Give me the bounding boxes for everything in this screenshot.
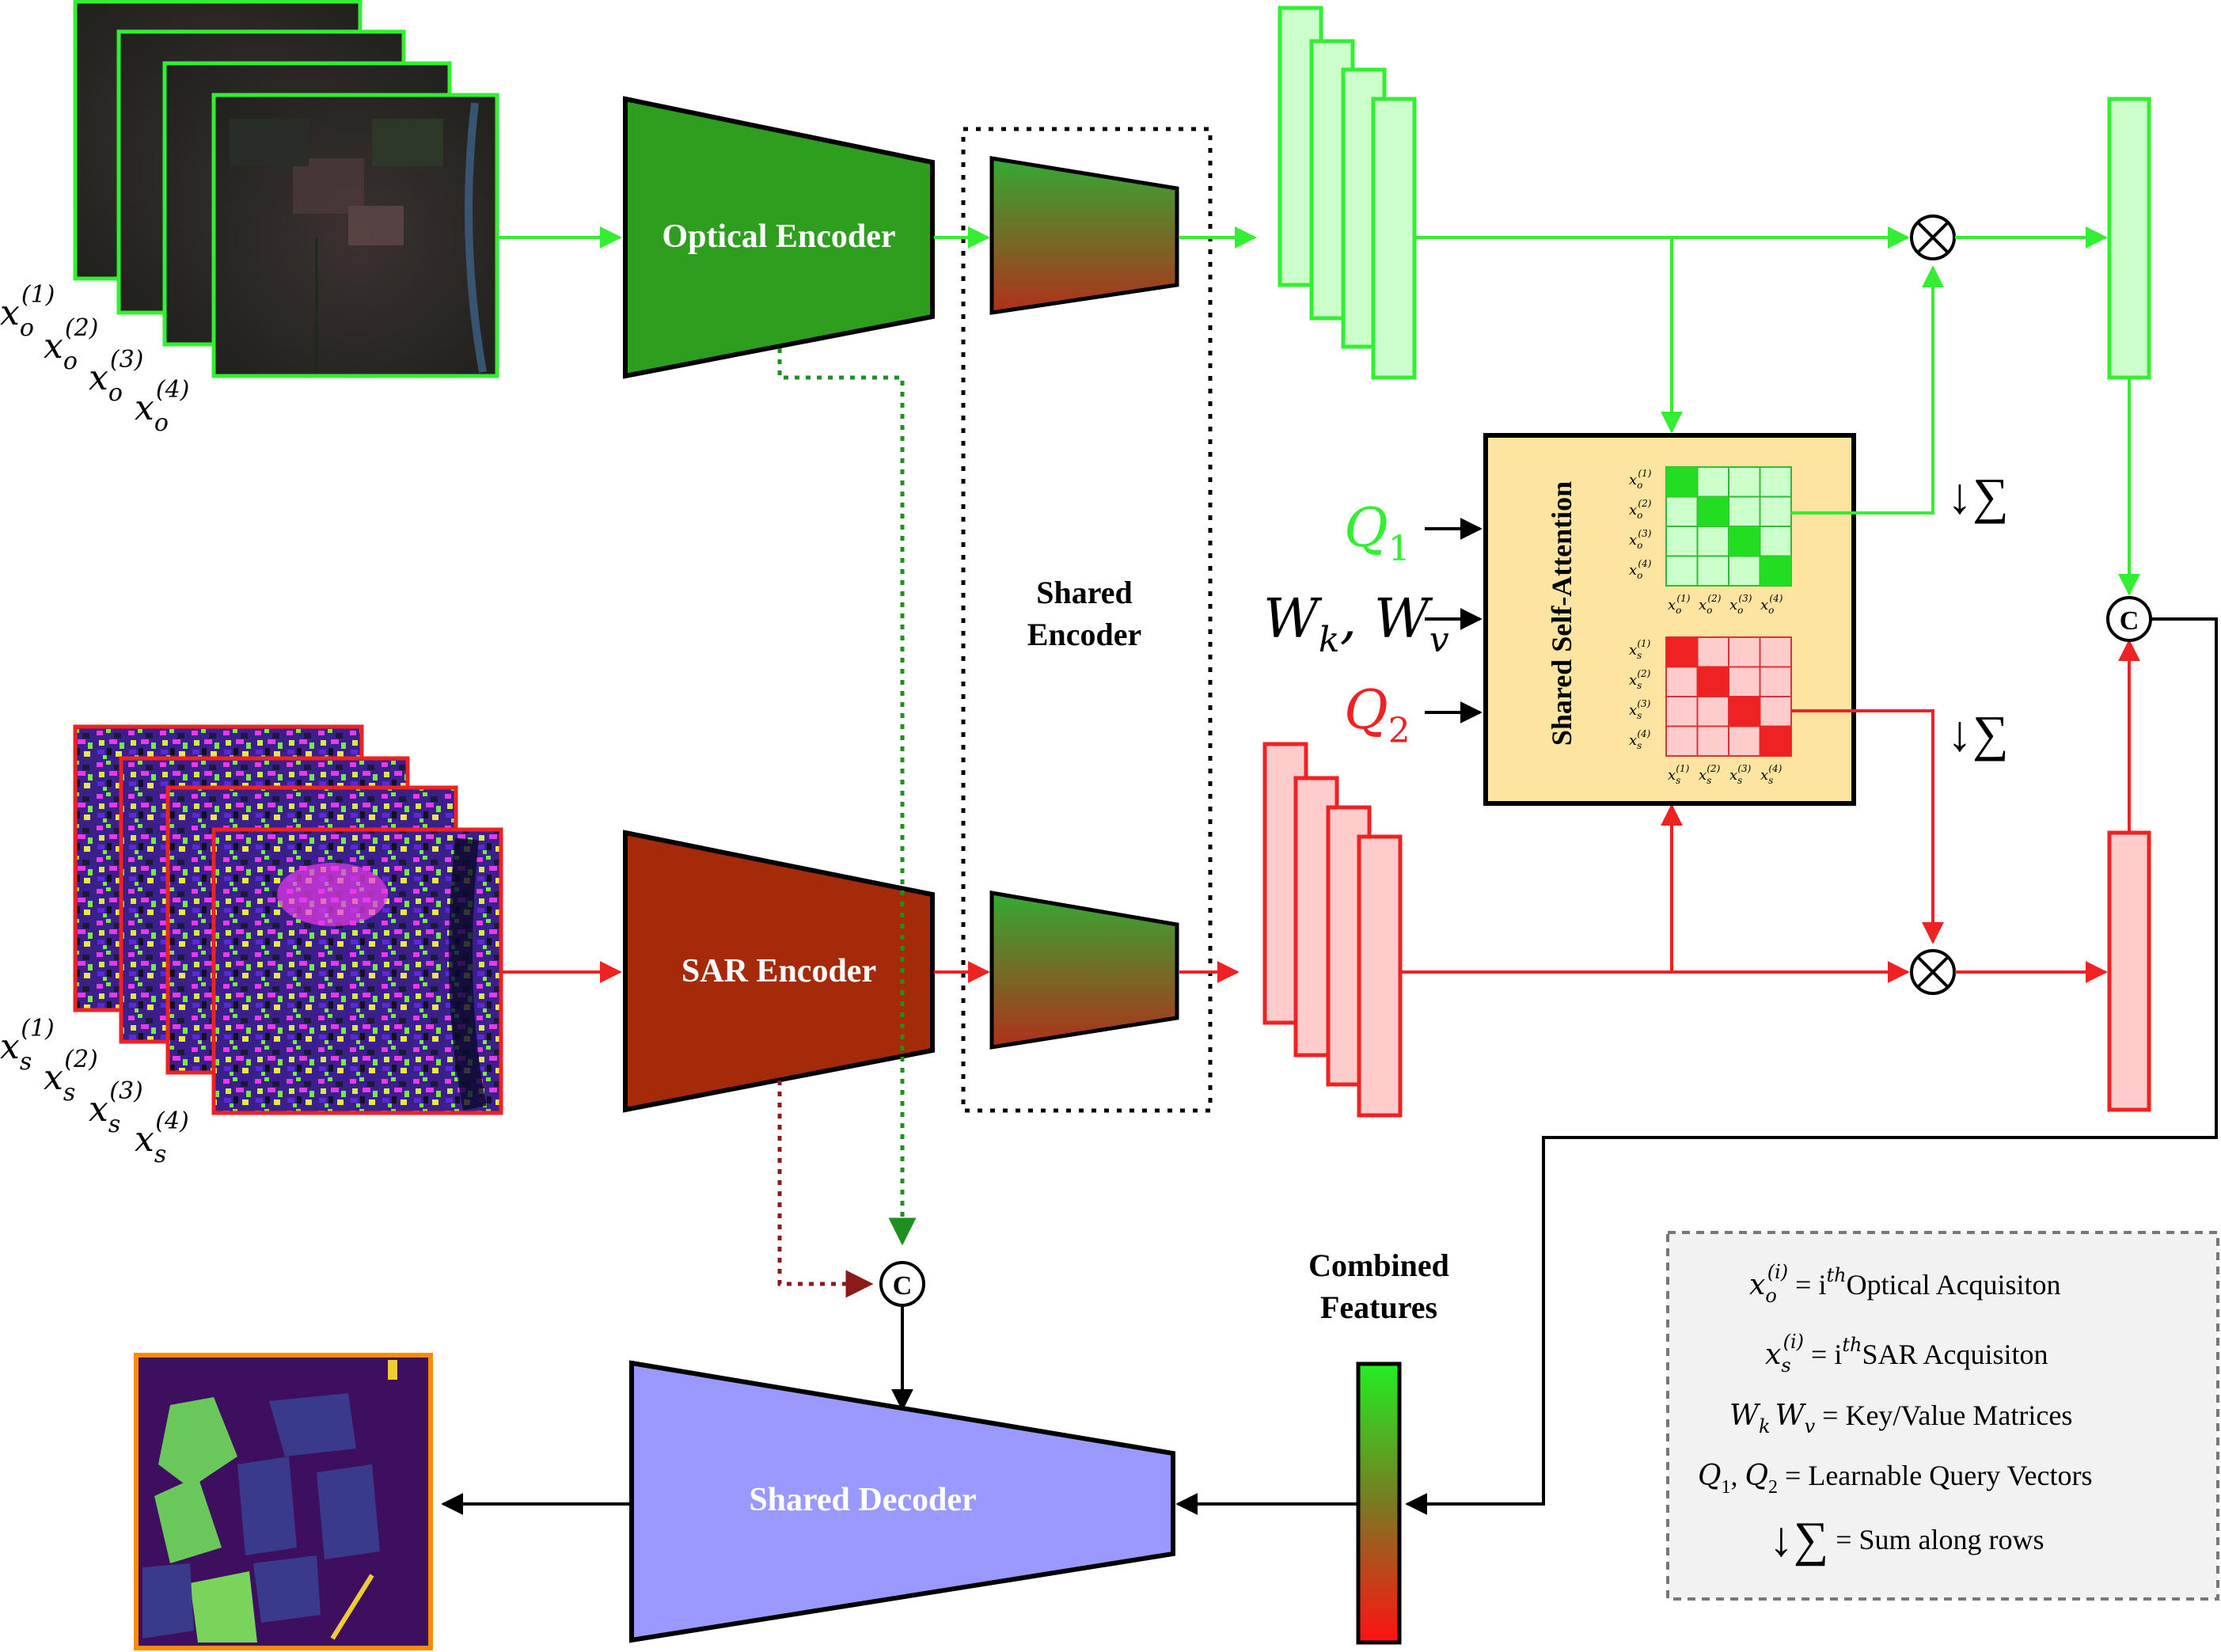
optical-image-texture [230, 102, 487, 373]
legend-item-q: Q1, Q2 = Learnable Query Vectors [1698, 1460, 2093, 1498]
combined-features-line1: Combined [1308, 1248, 1449, 1283]
legend-box [1666, 1231, 2219, 1601]
sar-label-4: xs(4) [135, 1107, 189, 1168]
shared-encoder: Shared Encoder [961, 127, 1213, 1113]
shared-decoder-label: Shared Decoder [749, 1482, 976, 1518]
skip-concat-node: C [879, 1261, 925, 1307]
skip-concat-label: C [893, 1271, 913, 1301]
optical-attention-matrix [1665, 466, 1792, 587]
sar-multiply-node [1910, 949, 1956, 995]
sar-encoder-shape [623, 830, 935, 1113]
legend-item-optical: xo(i) = ithOptical Acquisiton [1749, 1261, 2061, 1307]
sar-encoder: SAR Encoder [623, 830, 935, 1113]
right-concat-node: C [2106, 596, 2152, 642]
attention-title: Shared Self-Attention [1546, 481, 1577, 746]
svg-text:xo(2): xo(2) [1699, 593, 1722, 616]
optical-feature-4 [1371, 97, 1417, 380]
legend: xo(i) = ithOptical Acquisiton xs(i) = it… [1666, 1231, 2219, 1601]
optical-encoder: Optical Encoder [623, 96, 935, 379]
shared-decoder-shape [629, 1360, 1175, 1643]
shared-encoder-bottom-shape [989, 891, 1179, 1050]
optical-weighted-vector [2107, 97, 2151, 380]
sar-feature-4 [1357, 834, 1403, 1118]
legend-item-sar: xs(i) = ithSAR Acquisiton [1765, 1331, 2048, 1377]
q1-label: Q1 [1344, 497, 1410, 569]
sar-skip-connection [777, 1080, 874, 1298]
sar-attention-to-multiply [1791, 709, 1944, 944]
combined-features-line2: Features [1320, 1289, 1437, 1325]
right-concat-label: C [2120, 606, 2139, 636]
sar-sum-symbol: ↓∑ [1947, 705, 2009, 761]
optical-feature-stack [1278, 6, 1417, 380]
q2-label: Q2 [1344, 679, 1410, 751]
shared-encoder-border [961, 127, 1213, 1113]
optical-multiply-node [1910, 215, 1956, 260]
optical-label-4: xo(4) [135, 376, 189, 437]
legend-item-sum: ↓∑ = Sum along rows [1769, 1513, 2044, 1567]
sar-encoder-label: SAR Encoder [681, 953, 876, 989]
query-inputs: Q1 Wk, Wv Q2 [1263, 497, 1483, 751]
shared-encoder-label-line1: Shared [1036, 575, 1133, 610]
concat-to-combined-features [1405, 617, 2218, 1515]
combined-features-vector [1356, 1361, 1402, 1645]
shared-encoder-top-shape [989, 156, 1179, 315]
optical-attention-to-multiply [1791, 265, 1944, 515]
sar-feature-stack [1262, 742, 1403, 1118]
shared-encoder-label-line2: Encoder [1027, 617, 1141, 652]
optical-sum-symbol: ↓∑ [1947, 468, 2009, 524]
optical-encoder-label: Optical Encoder [662, 218, 895, 255]
sar-attention-matrix [1665, 636, 1792, 757]
sar-weighted-vector [2107, 830, 2151, 1112]
kv-label: Wk, Wv [1263, 588, 1449, 660]
shared-self-attention: Shared Self-Attention xo(1) xo(2) xo(3) … [1483, 433, 1856, 806]
optical-encoder-shape [623, 96, 935, 379]
optical-skip-connection [777, 348, 917, 1246]
sar-image-stack [73, 724, 503, 1115]
shared-decoder: Shared Decoder [629, 1360, 1175, 1643]
optical-image-stack [73, 0, 499, 378]
segmentation-output [134, 1353, 433, 1650]
